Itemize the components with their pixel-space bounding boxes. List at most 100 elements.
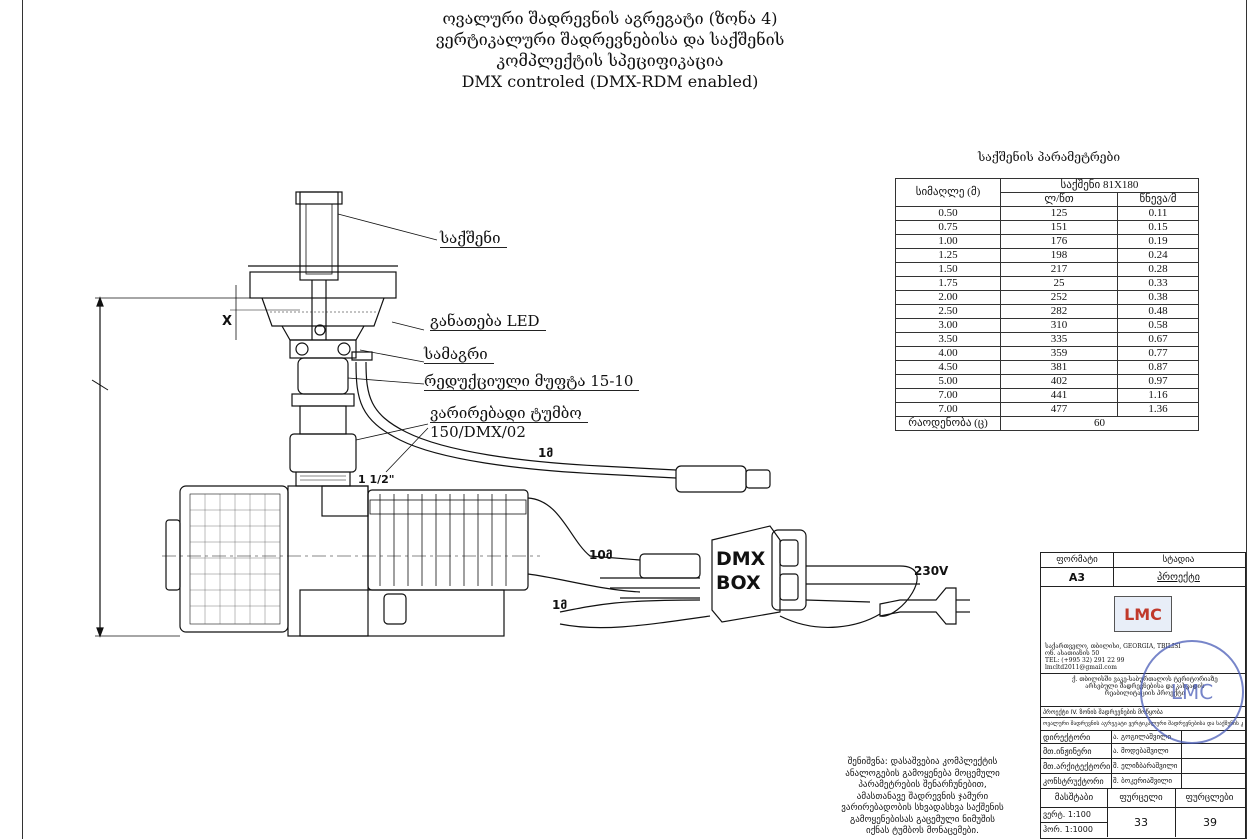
- title-line-1: ოვალური შადრევნის აგრეგატი (ზონა 4): [442, 9, 778, 28]
- stage-value: პროექტი: [1157, 571, 1200, 583]
- label-x-dimension: X: [222, 314, 233, 329]
- cell-flow: 252: [1000, 290, 1118, 305]
- cell-height: 5.00: [895, 374, 1001, 389]
- cell-pressure: 0.15: [1117, 220, 1199, 235]
- engineer-label: მთ.ინჟინერი: [1041, 744, 1112, 758]
- engineer-name: ა. მოდებაშვილი: [1111, 744, 1182, 758]
- header-flow: ლ/წთ: [1000, 192, 1118, 207]
- cell-pressure: 0.77: [1117, 346, 1199, 361]
- designer-label: კონსტრუქტორი: [1041, 774, 1112, 788]
- cell-flow: 198: [1000, 248, 1118, 263]
- cell-height: 0.50: [895, 206, 1001, 221]
- cell-flow: 477: [1000, 402, 1118, 417]
- cell-pressure: 0.97: [1117, 374, 1199, 389]
- company-line: ონ. ასათიანის 50: [1045, 650, 1100, 657]
- architect-label: მთ.არქიტექტორი: [1041, 759, 1112, 773]
- stage-label: სტადია: [1162, 555, 1195, 565]
- cell-pressure: 0.87: [1117, 360, 1199, 375]
- cell-height: 2.00: [895, 290, 1001, 305]
- led-housing: [249, 271, 397, 299]
- sheets-label: ფურცლები: [1185, 793, 1234, 803]
- company-info: საქართველო, თბილისი, GEORGIA, TBILISI ონ…: [1045, 643, 1181, 671]
- note-line: ვარირებადობის სხვადასხვა საქშენის: [841, 803, 1004, 813]
- dmx-box-label-1: DMX: [716, 548, 766, 570]
- cell-flow: 217: [1000, 262, 1118, 277]
- company-logo: LMC: [1114, 596, 1172, 632]
- cell-height: 4.50: [895, 360, 1001, 375]
- label-led: განათება LED: [430, 312, 546, 331]
- table-title: საქშენის პარამეტრები: [978, 150, 1121, 164]
- dmx-box-label-2: BOX: [716, 572, 761, 594]
- cell-pressure: 0.19: [1117, 234, 1199, 249]
- format-label: ფორმატი: [1041, 553, 1114, 567]
- cell-flow: 310: [1000, 318, 1118, 333]
- header-height: სიმაღლე (მ): [895, 178, 1001, 207]
- cell-height: 3.00: [895, 318, 1001, 333]
- header-pressure: წნევა/მ: [1117, 192, 1199, 207]
- coupling-upper: [297, 357, 349, 395]
- designer-name: შ. ბოკერიაშვილი: [1111, 774, 1182, 788]
- architect-name: შ. ელიზბარაშვილი: [1111, 759, 1182, 773]
- cell-height: 4.00: [895, 346, 1001, 361]
- note-block: შენიშვნა: დასაშვებია კომპლექტის ანალოგებ…: [815, 757, 1030, 838]
- company-line: lmcltd2011@gmail.com: [1045, 664, 1117, 671]
- cell-height: 3.50: [895, 332, 1001, 347]
- qty-value: 60: [1000, 416, 1199, 431]
- title-block: ფორმატი სტადია A3 პროექტი პროექტი IV. ზო…: [1040, 552, 1246, 839]
- company-line: TEL: (+995 32) 291 22 99: [1045, 657, 1125, 664]
- cell-flow: 381: [1000, 360, 1118, 375]
- note-line: შენიშვნა: დასაშვებია კომპლექტის: [847, 757, 998, 767]
- cell-pressure: 0.28: [1117, 262, 1199, 277]
- frame-right-border: [1246, 0, 1247, 839]
- sheets-total: 39: [1203, 816, 1217, 829]
- cell-height: 1.00: [895, 234, 1001, 249]
- label-cable-length-top: 1მ: [538, 446, 554, 460]
- scale-vertical: ვერტ. 1:100: [1041, 808, 1107, 823]
- cell-pressure: 0.38: [1117, 290, 1199, 305]
- note-line: ანალოგების გამოყენება მოცემული: [845, 768, 1000, 779]
- label-pump-line2: 150/DMX/02: [430, 423, 526, 441]
- pump-body: [367, 489, 529, 591]
- sheet-label: ფურცელი: [1107, 789, 1176, 807]
- label-cable-length-bottom: 1მ: [552, 598, 568, 612]
- label-nozzle: საქშენი: [440, 229, 507, 248]
- cell-pressure: 0.48: [1117, 304, 1199, 319]
- nozzle-parameters-table: სიმაღლე (მ) საქშენი 81X180 ლ/წთ წნევა/მ …: [895, 178, 1199, 431]
- note-line: პარამეტრების შენარჩუნებით,: [858, 780, 987, 790]
- cell-flow: 441: [1000, 388, 1118, 403]
- cell-height: 0.75: [895, 220, 1001, 235]
- cell-pressure: 0.67: [1117, 332, 1199, 347]
- bracket: [289, 339, 357, 359]
- power-plug: [879, 587, 957, 625]
- cell-flow: 335: [1000, 332, 1118, 347]
- cell-pressure: 0.24: [1117, 248, 1199, 263]
- cell-flow: 282: [1000, 304, 1118, 319]
- cell-height: 2.50: [895, 304, 1001, 319]
- pump-motor: [179, 485, 289, 633]
- cell-height: 7.00: [895, 402, 1001, 417]
- cell-height: 1.25: [895, 248, 1001, 263]
- label-inch-size: 1 1/2": [358, 473, 395, 486]
- cell-flow: 151: [1000, 220, 1118, 235]
- cell-height: 1.50: [895, 262, 1001, 277]
- header-nozzle-group: საქშენი 81X180: [1000, 178, 1199, 193]
- section-line: პროექტი IV. ზონის შადრევნების მოწყობა: [1043, 708, 1163, 716]
- title-line-4: DMX controled (DMX-RDM enabled): [461, 72, 759, 91]
- reducer-coupling: [289, 433, 357, 473]
- title-line-2: ვერტიკალური შადრევნებისა და საქშენის: [435, 30, 785, 49]
- cell-height: 7.00: [895, 388, 1001, 403]
- qty-label: რაოდენობა (ც): [895, 416, 1001, 431]
